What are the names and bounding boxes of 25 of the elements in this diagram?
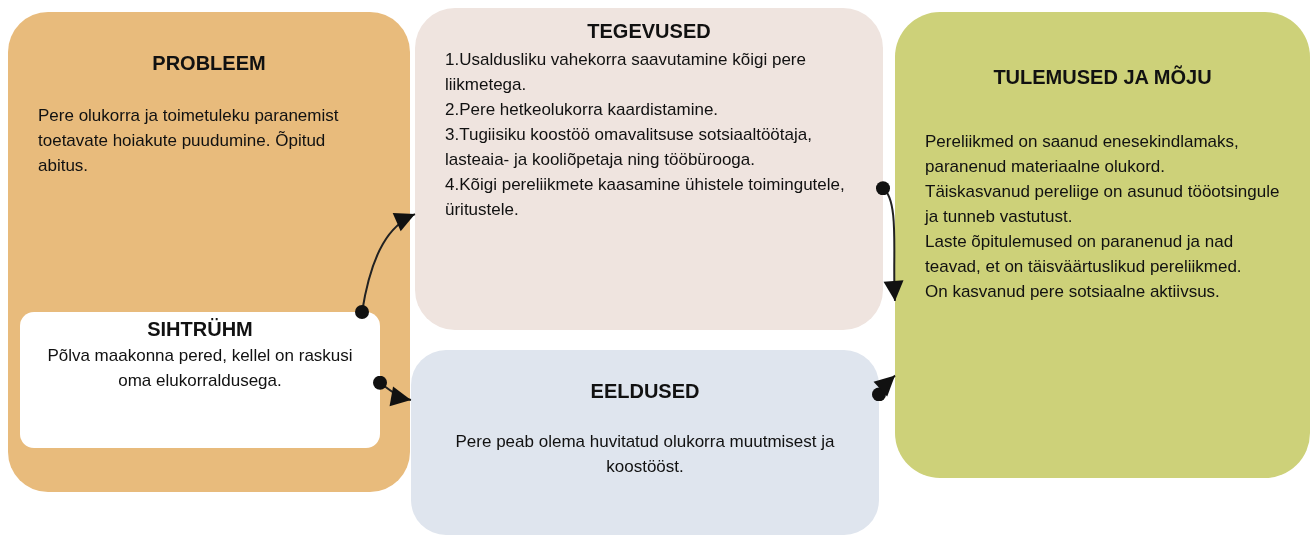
box-text: 2.Pere hetkeolukorra kaardistamine. — [445, 99, 720, 121]
curved-arrow — [373, 375, 412, 406]
box-text: Täiskasvanud pereliige on asunud tööotsingule ja tunneb vastutust. — [925, 181, 1280, 228]
box-text: 3.Tugiisiku koostöö omavalitsuse sotsiaaltöötaja, lasteaia- ja kooliõpetaja ning tööbürooga. — [445, 124, 813, 171]
box-text: Põlva maakonna pered, kellel on raskusi oma elukorraldusega. — [46, 345, 354, 392]
box-heading: TULEMUSED JA MÕJU — [993, 66, 1212, 89]
box-heading: PROBLEEM — [152, 52, 266, 75]
box-text: On kasvanud pere sotsiaalne aktiivsus. — [925, 281, 1221, 303]
box-text: 4.Kõigi pereliikmete kaasamine ühistele toimingutele, üritustele. — [445, 174, 846, 221]
curved-arrow — [872, 374, 896, 402]
rounded-box — [20, 312, 380, 448]
rounded-box — [411, 350, 879, 535]
rounded-box — [415, 8, 883, 330]
box-heading: SIHTRÜHM — [147, 318, 253, 341]
box-text: 1.Usaldusliku vahekorra saavutamine kõigi pere liikmetega. — [445, 49, 807, 96]
rounded-box — [8, 12, 410, 492]
curved-arrow — [355, 213, 416, 319]
box-heading: EELDUSED — [590, 380, 700, 403]
box-text: Pere peab olema huvitatud olukorra muutmisest ja koostööst. — [454, 431, 836, 478]
box-text: Pereliikmed on saanud enesekindlamaks, paranenud materiaalne olukord. — [925, 131, 1240, 178]
box-text: Pere olukorra ja toimetuleku paranemist toetavate hoiakute puudumine. Õpitud abitus. — [38, 105, 340, 177]
curved-arrow — [876, 181, 904, 302]
box-text: Laste õpitulemused on paranenud ja nad teavad, et on täisväärtuslikud pereliikmed. — [925, 231, 1243, 278]
box-heading: TEGEVUSED — [587, 20, 711, 43]
rounded-box — [895, 12, 1310, 478]
